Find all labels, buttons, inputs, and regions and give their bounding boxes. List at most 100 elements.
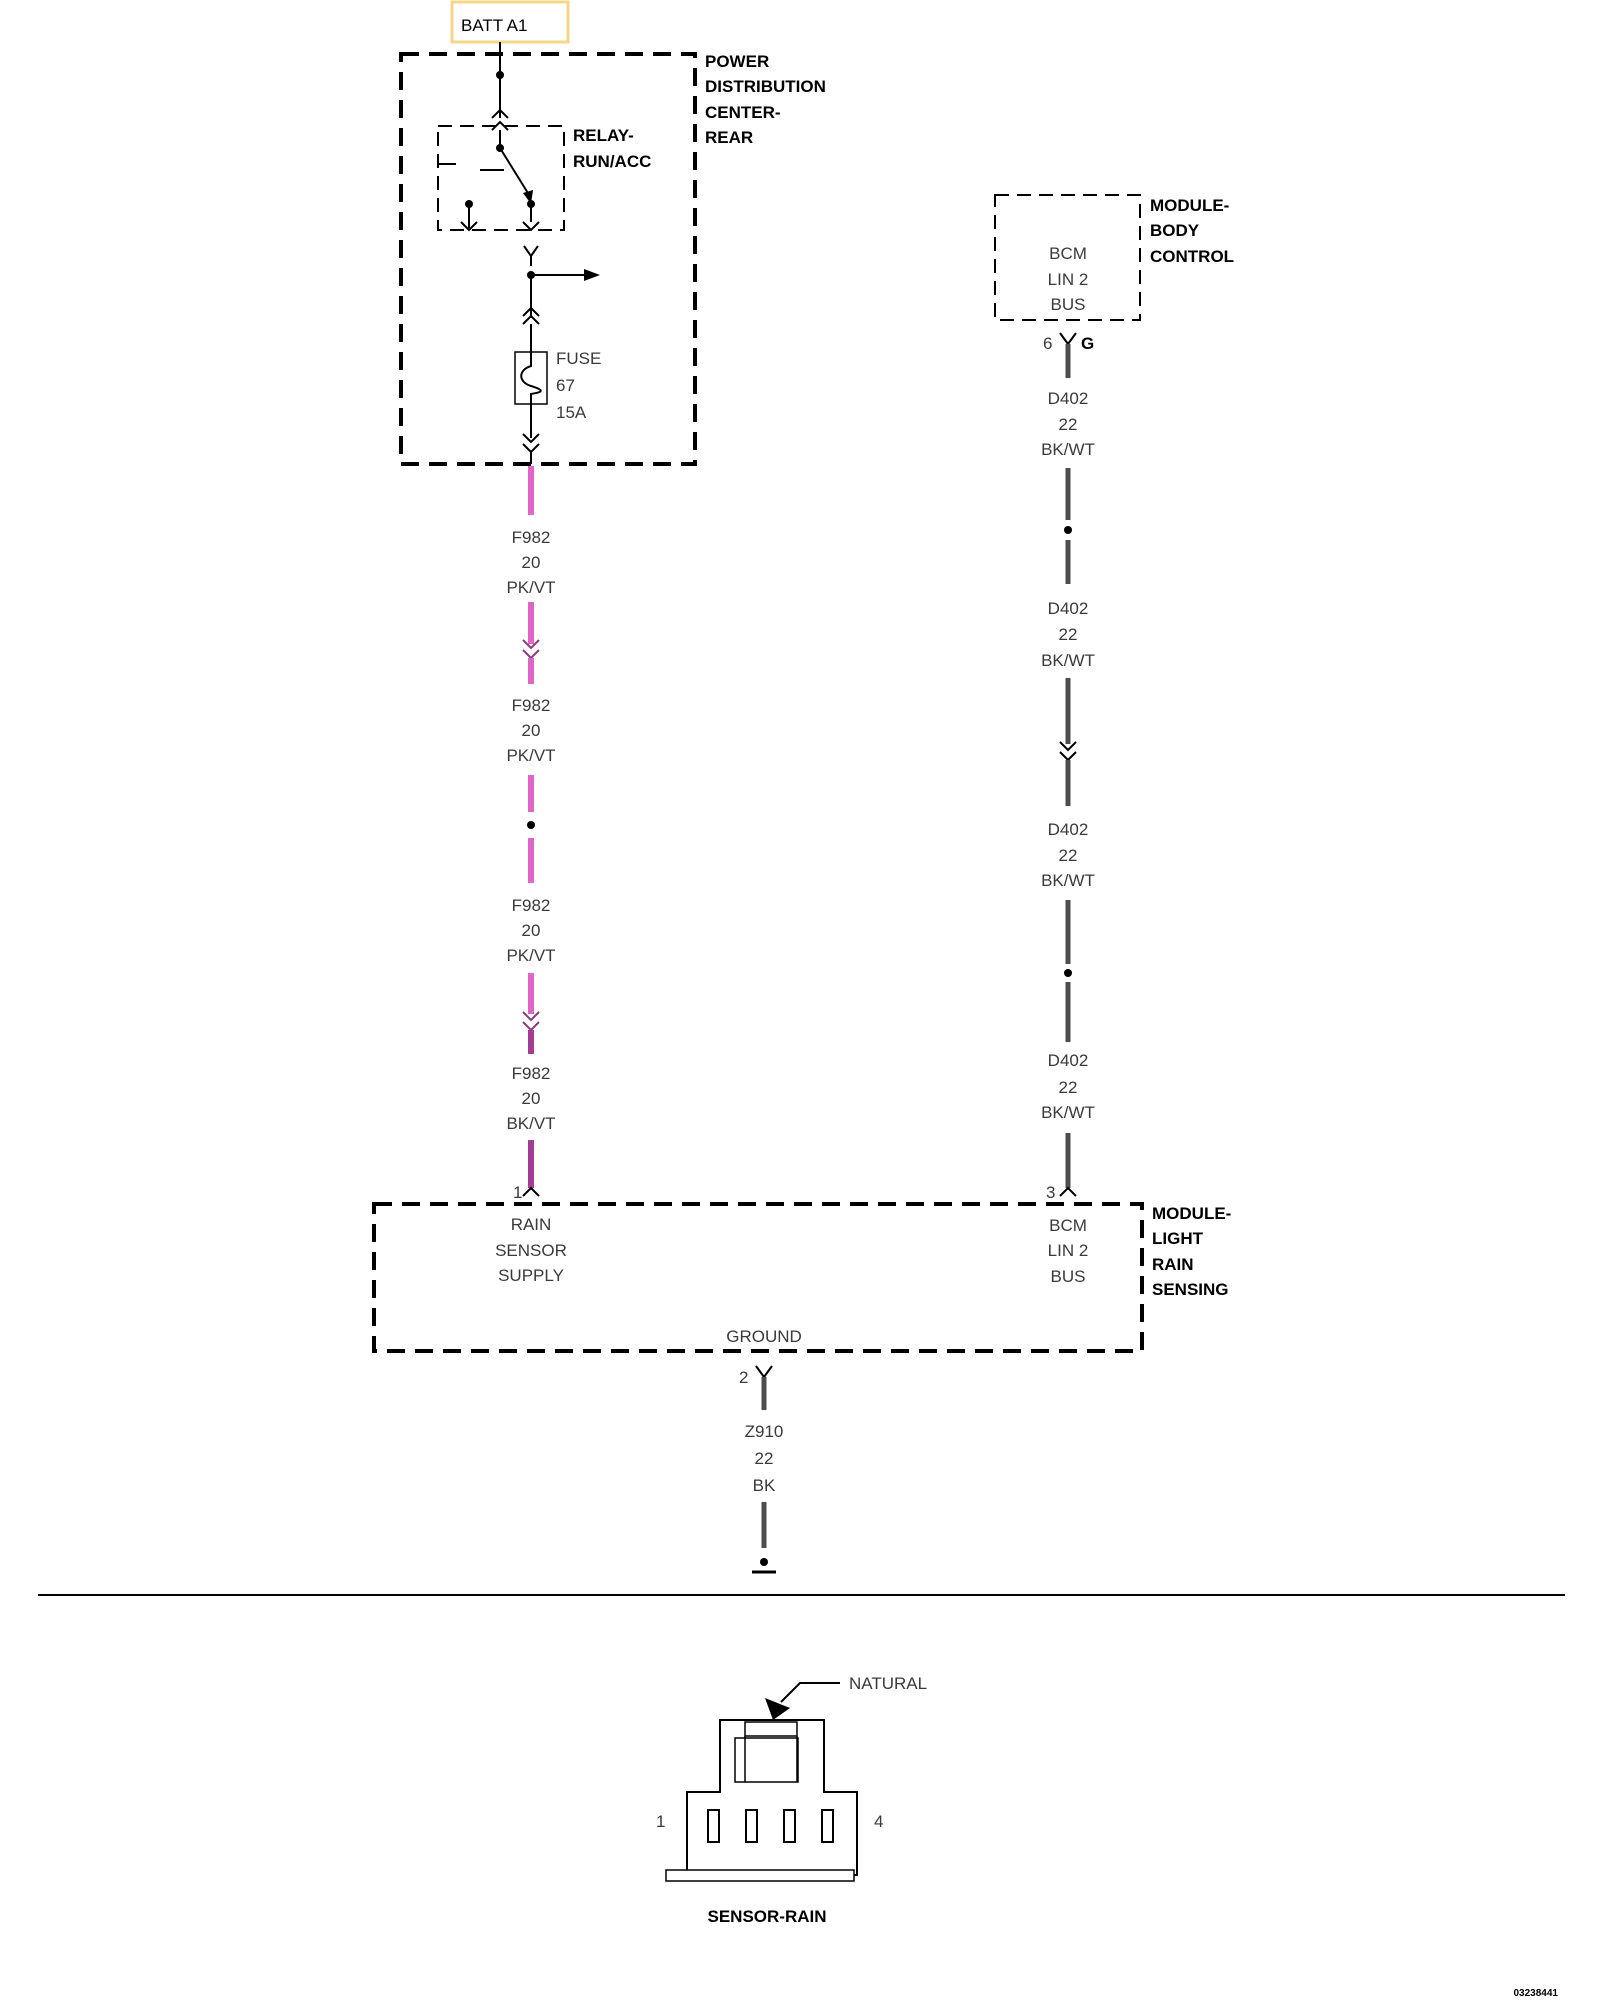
svg-text:D402: D402: [1048, 389, 1089, 408]
ground-connector-pin-2: 2: [739, 1365, 773, 1387]
pin-3-label: 3: [1046, 1183, 1055, 1202]
svg-text:BODY: BODY: [1150, 221, 1200, 240]
svg-text:REAR: REAR: [705, 128, 753, 147]
svg-text:BK/WT: BK/WT: [1041, 440, 1095, 459]
wire-d402-label-1: D402 22 BK/WT: [1041, 389, 1095, 459]
svg-text:RAIN: RAIN: [511, 1215, 552, 1234]
svg-text:PK/VT: PK/VT: [506, 578, 555, 597]
connector-sensor-rain: [665, 1719, 858, 1882]
svg-text:LIN 2: LIN 2: [1048, 270, 1089, 289]
rain-sensor-supply-label: RAIN SENSOR SUPPLY: [495, 1215, 567, 1285]
svg-text:BK/WT: BK/WT: [1041, 651, 1095, 670]
bcm-title: MODULE- BODY CONTROL: [1150, 196, 1234, 266]
fuse-bottom-connector: [522, 433, 540, 464]
wire-f982-label-1: F982 20 PK/VT: [506, 528, 555, 597]
relay-box: [437, 125, 565, 231]
svg-text:RELAY-: RELAY-: [573, 126, 634, 145]
wire-f982-label-4: F982 20 BK/VT: [506, 1064, 555, 1133]
svg-text:22: 22: [1059, 1078, 1078, 1097]
svg-text:22: 22: [755, 1449, 774, 1468]
svg-text:F982: F982: [512, 528, 551, 547]
rain-module-box: [372, 1202, 1144, 1353]
svg-text:20: 20: [522, 921, 541, 940]
svg-text:BK/WT: BK/WT: [1041, 1103, 1095, 1122]
svg-text:DISTRIBUTION: DISTRIBUTION: [705, 77, 826, 96]
svg-text:22: 22: [1059, 415, 1078, 434]
svg-text:POWER: POWER: [705, 52, 769, 71]
svg-text:67: 67: [556, 376, 575, 395]
wire-z910-label: Z910 22 BK: [745, 1422, 784, 1495]
svg-text:BUS: BUS: [1051, 295, 1086, 314]
fuse-top-connector: [522, 275, 540, 325]
natural-callout: NATURAL: [765, 1674, 927, 1720]
fuse-67: FUSE 67 15A: [514, 324, 601, 438]
wire-f982-label-3: F982 20 PK/VT: [506, 896, 555, 965]
connector-pin-1: 1: [656, 1812, 665, 1831]
relay-coil-ground: [460, 200, 478, 232]
svg-text:D402: D402: [1048, 599, 1089, 618]
svg-text:2: 2: [739, 1368, 748, 1387]
bcm-box: [994, 194, 1141, 321]
svg-text:15A: 15A: [556, 403, 587, 422]
svg-text:BUS: BUS: [1051, 1267, 1086, 1286]
svg-text:F982: F982: [512, 896, 551, 915]
relay-output-connector: [523, 245, 539, 266]
wire-d402-label-2: D402 22 BK/WT: [1041, 599, 1095, 670]
svg-text:20: 20: [522, 553, 541, 572]
connector-title: SENSOR-RAIN: [707, 1907, 826, 1926]
svg-text:NATURAL: NATURAL: [849, 1674, 927, 1693]
batt-splice: [496, 71, 504, 79]
pin-1-label: 1: [513, 1183, 522, 1202]
svg-text:BK/VT: BK/VT: [506, 1114, 555, 1133]
svg-text:BCM: BCM: [1049, 1216, 1087, 1235]
wire-f982-label-2: F982 20 PK/VT: [506, 696, 555, 765]
wire-d402-label-3: D402 22 BK/WT: [1041, 820, 1095, 890]
relay-switch: [438, 130, 540, 232]
relay-top-connector: [491, 108, 509, 131]
feed-arrow: [531, 269, 600, 281]
svg-text:D402: D402: [1048, 1051, 1089, 1070]
svg-text:PK/VT: PK/VT: [506, 746, 555, 765]
wire-d402-label-4: D402 22 BK/WT: [1041, 1051, 1095, 1122]
svg-text:20: 20: [522, 1089, 541, 1108]
svg-text:22: 22: [1059, 625, 1078, 644]
svg-text:BK/WT: BK/WT: [1041, 871, 1095, 890]
svg-text:PK/VT: PK/VT: [506, 946, 555, 965]
wire-d402: [1059, 344, 1077, 1197]
svg-text:22: 22: [1059, 846, 1078, 865]
svg-text:MODULE-: MODULE-: [1152, 1204, 1231, 1223]
svg-text:MODULE-: MODULE-: [1150, 196, 1229, 215]
rain-module-title: MODULE- LIGHT RAIN SENSING: [1152, 1204, 1231, 1299]
svg-text:LIN 2: LIN 2: [1048, 1241, 1089, 1260]
svg-text:CONTROL: CONTROL: [1150, 247, 1234, 266]
pdc-title: POWER DISTRIBUTION CENTER- REAR: [705, 52, 826, 147]
svg-text:G: G: [1081, 334, 1094, 353]
bcm-inner-label: BCM LIN 2 BUS: [1048, 244, 1089, 314]
svg-text:6: 6: [1043, 334, 1052, 353]
svg-text:D402: D402: [1048, 820, 1089, 839]
ground-label: GROUND: [726, 1327, 802, 1346]
svg-text:FUSE: FUSE: [556, 349, 601, 368]
svg-text:LIGHT: LIGHT: [1152, 1229, 1204, 1248]
rain-bcm-bus-label: BCM LIN 2 BUS: [1048, 1216, 1089, 1286]
svg-text:BCM: BCM: [1049, 244, 1087, 263]
ground-symbol: [752, 1558, 776, 1574]
svg-text:SENSOR: SENSOR: [495, 1241, 567, 1260]
relay-title: RELAY- RUN/ACC: [573, 126, 651, 171]
svg-text:RAIN: RAIN: [1152, 1255, 1194, 1274]
svg-text:RUN/ACC: RUN/ACC: [573, 152, 651, 171]
wire-f982: [522, 466, 540, 1197]
batt-label-text: BATT A1: [461, 16, 527, 35]
svg-text:F982: F982: [512, 1064, 551, 1083]
svg-text:BK: BK: [753, 1476, 776, 1495]
svg-text:Z910: Z910: [745, 1422, 784, 1441]
svg-text:SUPPLY: SUPPLY: [498, 1266, 564, 1285]
batt-label: BATT A1: [450, 0, 570, 44]
svg-text:SENSING: SENSING: [1152, 1280, 1229, 1299]
pdc-box: [399, 52, 697, 466]
svg-text:F982: F982: [512, 696, 551, 715]
connector-pin-4: 4: [874, 1812, 883, 1831]
document-id: 03238441: [1514, 1988, 1559, 1999]
svg-text:CENTER-: CENTER-: [705, 103, 781, 122]
